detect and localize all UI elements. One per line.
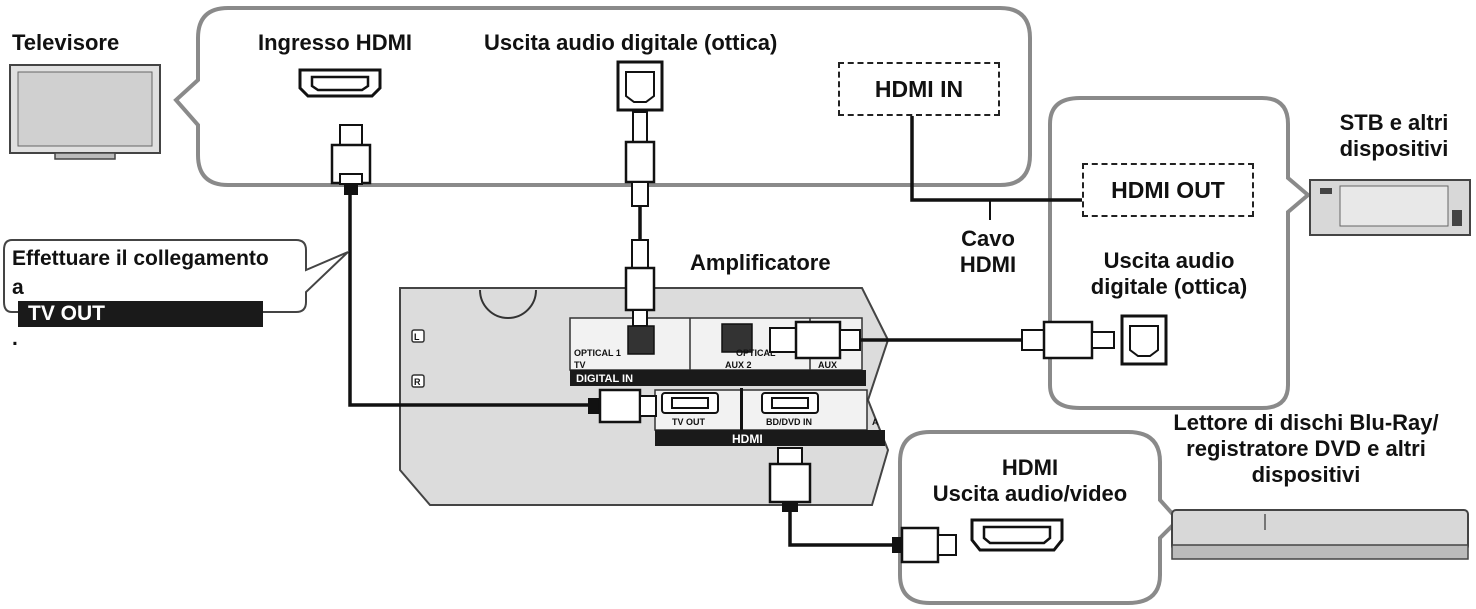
- panel-aux2-label: AUX 2: [725, 360, 752, 370]
- label-uscita-audio-stb-line1: Uscita audio: [1103, 248, 1235, 273]
- optical-port-tv-icon: [616, 60, 664, 112]
- hdmi-out-label: HDMI OUT: [1111, 176, 1225, 203]
- panel-tv-out-label: TV OUT: [672, 417, 706, 427]
- label-hdmi-player-line1: HDMI: [1001, 455, 1059, 480]
- optical-plug-amp-icon: [624, 239, 656, 355]
- label-cavo-line1: Cavo: [961, 226, 1015, 251]
- label-cavo-line2: HDMI: [959, 251, 1017, 277]
- label-uscita-audio-tv: Uscita audio digitale (ottica): [484, 30, 778, 55]
- label-lettore-line2: registratore DVD e altri: [1186, 435, 1426, 461]
- television-icon: [9, 64, 161, 160]
- label-stb-line1: STB e altri: [1339, 110, 1449, 135]
- label-uscita-audio-stb: Uscita audio digitale (ottica): [1062, 248, 1276, 300]
- player-bubble: [898, 430, 1181, 605]
- callout-suffix: .: [12, 327, 18, 351]
- label-amplificatore: Amplificatore: [690, 250, 831, 275]
- label-lettore: Lettore di dischi Blu-Ray/ registratore …: [1140, 410, 1472, 488]
- label-televisore: Televisore: [12, 30, 120, 55]
- panel-hdmi-logo: HDMI: [732, 432, 763, 446]
- tv-out-chip: TV OUT: [18, 300, 263, 328]
- amplifier-panel: [399, 287, 890, 506]
- tv-bubble: [173, 6, 1032, 187]
- hdmi-plug-tv-icon: [330, 124, 372, 195]
- panel-optical1-label: OPTICAL 1: [574, 348, 621, 358]
- hdmi-cable-tv: [348, 195, 590, 407]
- panel-r-label: R: [414, 377, 421, 387]
- label-cavo-hdmi: Cavo HDMI: [938, 226, 1038, 278]
- callout-prefix: a: [12, 275, 24, 299]
- panel-optical-partial-label: OPTICAL: [736, 348, 776, 358]
- hdmi-cable-stb: [910, 112, 1082, 202]
- panel-a-partial-label: A: [872, 417, 879, 427]
- label-ingresso-hdmi: Ingresso HDMI: [258, 30, 413, 55]
- optical-plug-stb-icon: [1021, 320, 1115, 360]
- panel-digital-in-label: DIGITAL IN: [576, 373, 633, 385]
- panel-aux-partial-label: AUX: [818, 360, 837, 370]
- panel-l-label: L: [414, 332, 420, 342]
- label-stb-line2: dispositivi: [1339, 135, 1449, 161]
- optical-plug-aux-icon: [769, 320, 861, 360]
- hdmi-plug-player-icon: [892, 526, 957, 564]
- hdmi-out-box: HDMI OUT: [1082, 163, 1254, 217]
- optical-plug-tv-icon: [624, 111, 656, 207]
- hdmi-in-box: HDMI IN: [838, 62, 1000, 116]
- hdmi-in-label: HDMI IN: [874, 75, 964, 102]
- panel-bd-dvd-in-label: BD/DVD IN: [766, 417, 812, 427]
- hdmi-plug-amp-icon: [588, 388, 657, 424]
- bluray-player-icon: [1171, 509, 1469, 560]
- label-hdmi-player: HDMI Uscita audio/video: [904, 455, 1156, 507]
- hdmi-cable-player: [788, 505, 895, 547]
- optical-port-stb-icon: [1120, 314, 1168, 366]
- label-hdmi-player-line2: Uscita audio/video: [932, 480, 1128, 506]
- hdmi-port-tv-icon: [298, 68, 382, 98]
- label-stb: STB e altri dispositivi: [1312, 110, 1476, 162]
- hdmi-plug-amp-bottom-icon: [768, 447, 812, 512]
- callout-bubble: [3, 239, 349, 313]
- panel-tv-label: TV: [574, 360, 586, 370]
- hdmi-port-player-icon: [970, 518, 1064, 552]
- stb-device-icon: [1309, 179, 1471, 236]
- label-lettore-line3: dispositivi: [1251, 461, 1361, 487]
- label-uscita-audio-stb-line2: digitale (ottica): [1090, 273, 1248, 299]
- callout-line1: Effettuare il collegamento: [12, 247, 269, 270]
- label-lettore-line1: Lettore di dischi Blu-Ray/: [1173, 410, 1439, 435]
